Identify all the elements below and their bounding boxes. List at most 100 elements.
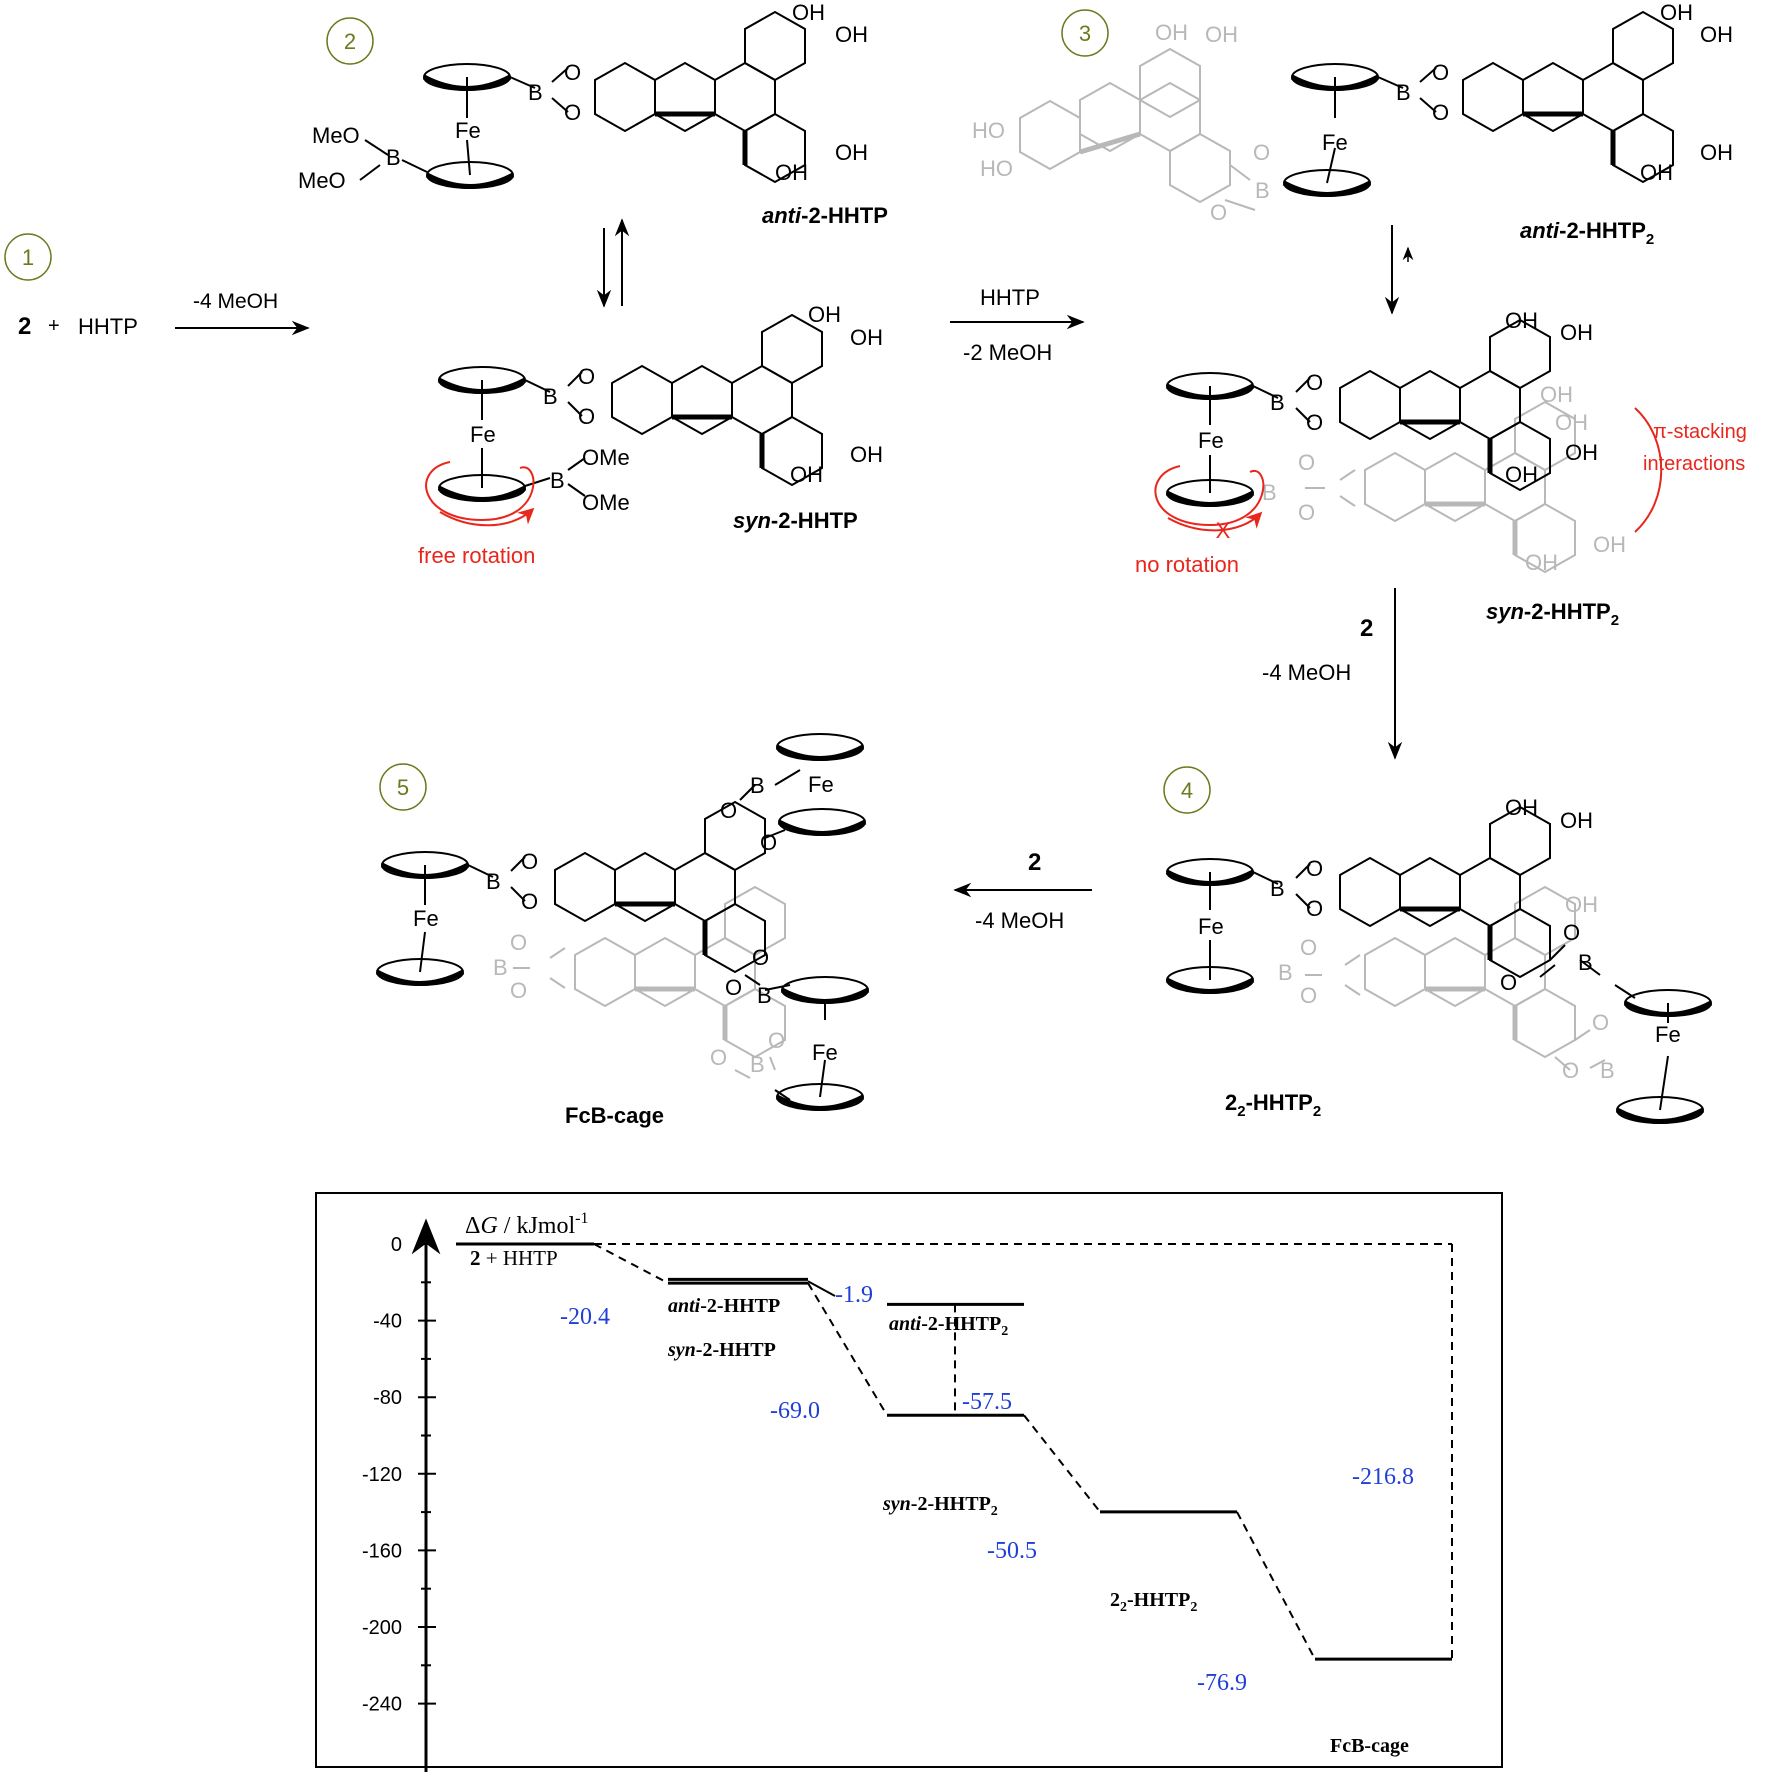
atom-oh: OH	[1640, 160, 1673, 185]
atom-oh: OH	[835, 22, 868, 47]
label-syn-2-hhtp: syn-2-HHTP	[733, 508, 858, 533]
step-number: 3	[1079, 21, 1091, 46]
axis-tick-label: 0	[391, 1234, 402, 1256]
label-syn-2-hhtp2: syn-2-HHTP2	[1486, 599, 1619, 629]
atom-oh: OH	[1525, 550, 1558, 575]
atom-fe: Fe	[470, 422, 496, 447]
atom-fe: Fe	[413, 906, 439, 931]
condition-label: -4 MeOH	[193, 290, 278, 313]
atom-b: B	[493, 955, 508, 980]
level-label-syn-2-hhtp2: syn-2-HHTP2	[882, 1493, 998, 1519]
atom-o: O	[1592, 1010, 1609, 1035]
atom-b: B	[386, 145, 401, 170]
atom-fe: Fe	[1655, 1022, 1681, 1047]
label-22-hhtp2: 22-HHTP2	[1225, 1090, 1321, 1120]
step-circle-3: 3	[1061, 9, 1109, 57]
molecule-syn-2-hhtp-atoms: Fe B O O B OMe OMe OH OH OH OH	[470, 302, 883, 515]
energy-axis-label: ΔG / kJmol-1	[465, 1210, 588, 1239]
molecule-22-hhtp2-faded-atoms: B O O O O B OH	[1278, 892, 1615, 1083]
atom-o: O	[1253, 140, 1270, 165]
atom-b: B	[750, 1052, 765, 1077]
atom-oh: OH	[775, 160, 808, 185]
step-number: 4	[1181, 778, 1193, 803]
delta-value: -216.8	[1352, 1464, 1414, 1490]
atom-o: O	[521, 889, 538, 914]
atom-oh: OH	[1565, 440, 1598, 465]
atom-o: O	[1210, 200, 1227, 225]
reaction-1: 2 + HHTP -4 MeOH	[18, 290, 310, 340]
reagent-hhtp: HHTP	[78, 314, 138, 339]
condition-label: -4 MeOH	[1262, 660, 1351, 685]
atom-b: B	[486, 869, 501, 894]
atom-oh: OH	[1700, 140, 1733, 165]
atom-o: O	[564, 100, 581, 125]
axis-tick-label: -200	[362, 1617, 402, 1639]
atom-oh: OH	[1593, 532, 1626, 557]
atom-o: O	[1300, 983, 1317, 1008]
atom-fe: Fe	[1322, 130, 1348, 155]
connector-syn-syn2	[807, 1282, 888, 1416]
atom-b: B	[1396, 80, 1411, 105]
atom-o: O	[752, 945, 769, 970]
atom-oh: OH	[792, 0, 825, 25]
atom-b: B	[750, 773, 765, 798]
molecule-anti-2-hhtp2	[1282, 10, 1674, 197]
molecule-syn-2-hhtp	[425, 313, 823, 527]
molecule-anti-2-hhtp2-atoms: Fe B O O OH OH OH OH	[1322, 0, 1733, 185]
step-number: 1	[22, 245, 34, 270]
molecule-fcb-cage-faded-atoms: B O O O O B	[493, 930, 785, 1077]
atom-ome: OMe	[582, 490, 630, 515]
no-rotation-mark: X	[1216, 518, 1231, 543]
annotation-interactions: interactions	[1643, 453, 1745, 475]
atom-o: O	[1298, 500, 1315, 525]
energy-diagram: ΔG / kJmol-1 0-40-80-120-160-200-240 2 +…	[315, 1192, 1503, 1772]
atom-o: O	[1306, 370, 1323, 395]
molecule-syn-2-hhtp2-atoms: Fe B O O OH OH OH OH	[1198, 308, 1598, 487]
atom-o: O	[1500, 970, 1517, 995]
atom-fe: Fe	[812, 1040, 838, 1065]
molecule-anti-2-hhtp	[359, 10, 806, 189]
atom-fe: Fe	[808, 772, 834, 797]
atom-b: B	[1278, 960, 1293, 985]
atom-oh: OH	[808, 302, 841, 327]
connector-syn2-22	[1023, 1414, 1101, 1513]
connector-start-syn	[593, 1243, 669, 1284]
condition-label: -4 MeOH	[975, 908, 1064, 933]
atom-o: O	[1306, 896, 1323, 921]
molecule-22-hhtp2-atoms: Fe B O O OH OH O O B Fe	[1198, 795, 1681, 1047]
molecule-anti-2-hhtp-atoms: Fe B O O B MeO MeO OH OH OH OH	[298, 0, 868, 193]
delta-value: -69.0	[770, 1398, 820, 1424]
atom-oh: OH	[850, 442, 883, 467]
atom-oh: OH	[1700, 22, 1733, 47]
energy-connectors	[593, 1243, 1453, 1660]
molecule-syn-2-hhtp2-faded	[1305, 400, 1576, 574]
reagent-2: 2	[18, 313, 31, 340]
condition-label: -2 MeOH	[963, 340, 1052, 365]
step-circle-2: 2	[326, 17, 374, 65]
energy-diagram-frame	[315, 1192, 1503, 1768]
level-label-start: 2 + HHTP	[470, 1246, 558, 1270]
atom-o: O	[1432, 60, 1449, 85]
step-number: 2	[344, 29, 356, 54]
atom-o: O	[710, 1045, 727, 1070]
delta-value: -50.5	[987, 1538, 1037, 1564]
atom-o: O	[725, 975, 742, 1000]
atom-ho: HO	[980, 156, 1013, 181]
atom-o: O	[1562, 1058, 1579, 1083]
atom-o: O	[578, 364, 595, 389]
delta-value: -57.5	[962, 1389, 1012, 1415]
axis-tick-label: -40	[373, 1311, 402, 1333]
atom-oh: OH	[1555, 410, 1588, 435]
level-label-anti-2-hhtp: anti-2-HHTP	[668, 1295, 780, 1317]
atom-o: O	[720, 798, 737, 823]
molecule-syn-2-hhtp2-faded-atoms: B O O OH OH OH OH	[1262, 382, 1626, 575]
step-circle-5: 5	[379, 763, 427, 811]
atom-meo: MeO	[312, 123, 360, 148]
atom-o: O	[1306, 856, 1323, 881]
atom-oh: OH	[1505, 795, 1538, 820]
annotation-no-rotation: no rotation	[1135, 552, 1239, 577]
atom-oh: OH	[1155, 20, 1188, 45]
reaction-2: HHTP -2 MeOH	[950, 285, 1085, 365]
axis-tick-label: -80	[373, 1387, 402, 1409]
